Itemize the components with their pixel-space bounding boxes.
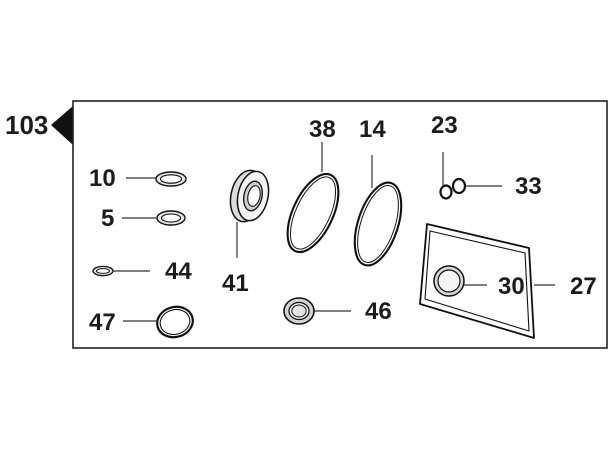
kit-pointer-icon: [51, 106, 73, 145]
part-27-cover-plate: [419, 223, 535, 339]
part-14-callout: 14: [359, 116, 386, 143]
part-5-callout: 5: [101, 205, 114, 232]
part-5-ring: [156, 210, 186, 226]
part-33-callout: 33: [515, 173, 542, 200]
part-27-callout: 27: [570, 273, 597, 300]
part-46-callout: 46: [365, 298, 392, 325]
part-44-callout: 44: [165, 258, 192, 285]
part-10-callout: 10: [89, 165, 116, 192]
part-14-ring: [353, 181, 403, 267]
part-47-ring: [156, 305, 194, 339]
part-33-ring: [451, 177, 467, 195]
part-23-ring: [439, 184, 453, 200]
part-38-ring: [286, 172, 340, 254]
kit-frame: [72, 100, 608, 349]
part-41-callout: 41: [222, 270, 249, 297]
part-44-ring: [92, 265, 114, 277]
part-47-callout: 47: [89, 309, 116, 336]
kit-callout-label: 103: [5, 110, 48, 140]
part-46-seal: [283, 297, 315, 325]
part-10-ring: [155, 171, 187, 187]
part-30-callout: 30: [498, 273, 525, 300]
part-41-seal: [229, 169, 270, 223]
part-30-seal: [433, 265, 465, 297]
part-38-callout: 38: [309, 116, 336, 143]
part-23-callout: 23: [431, 112, 458, 139]
